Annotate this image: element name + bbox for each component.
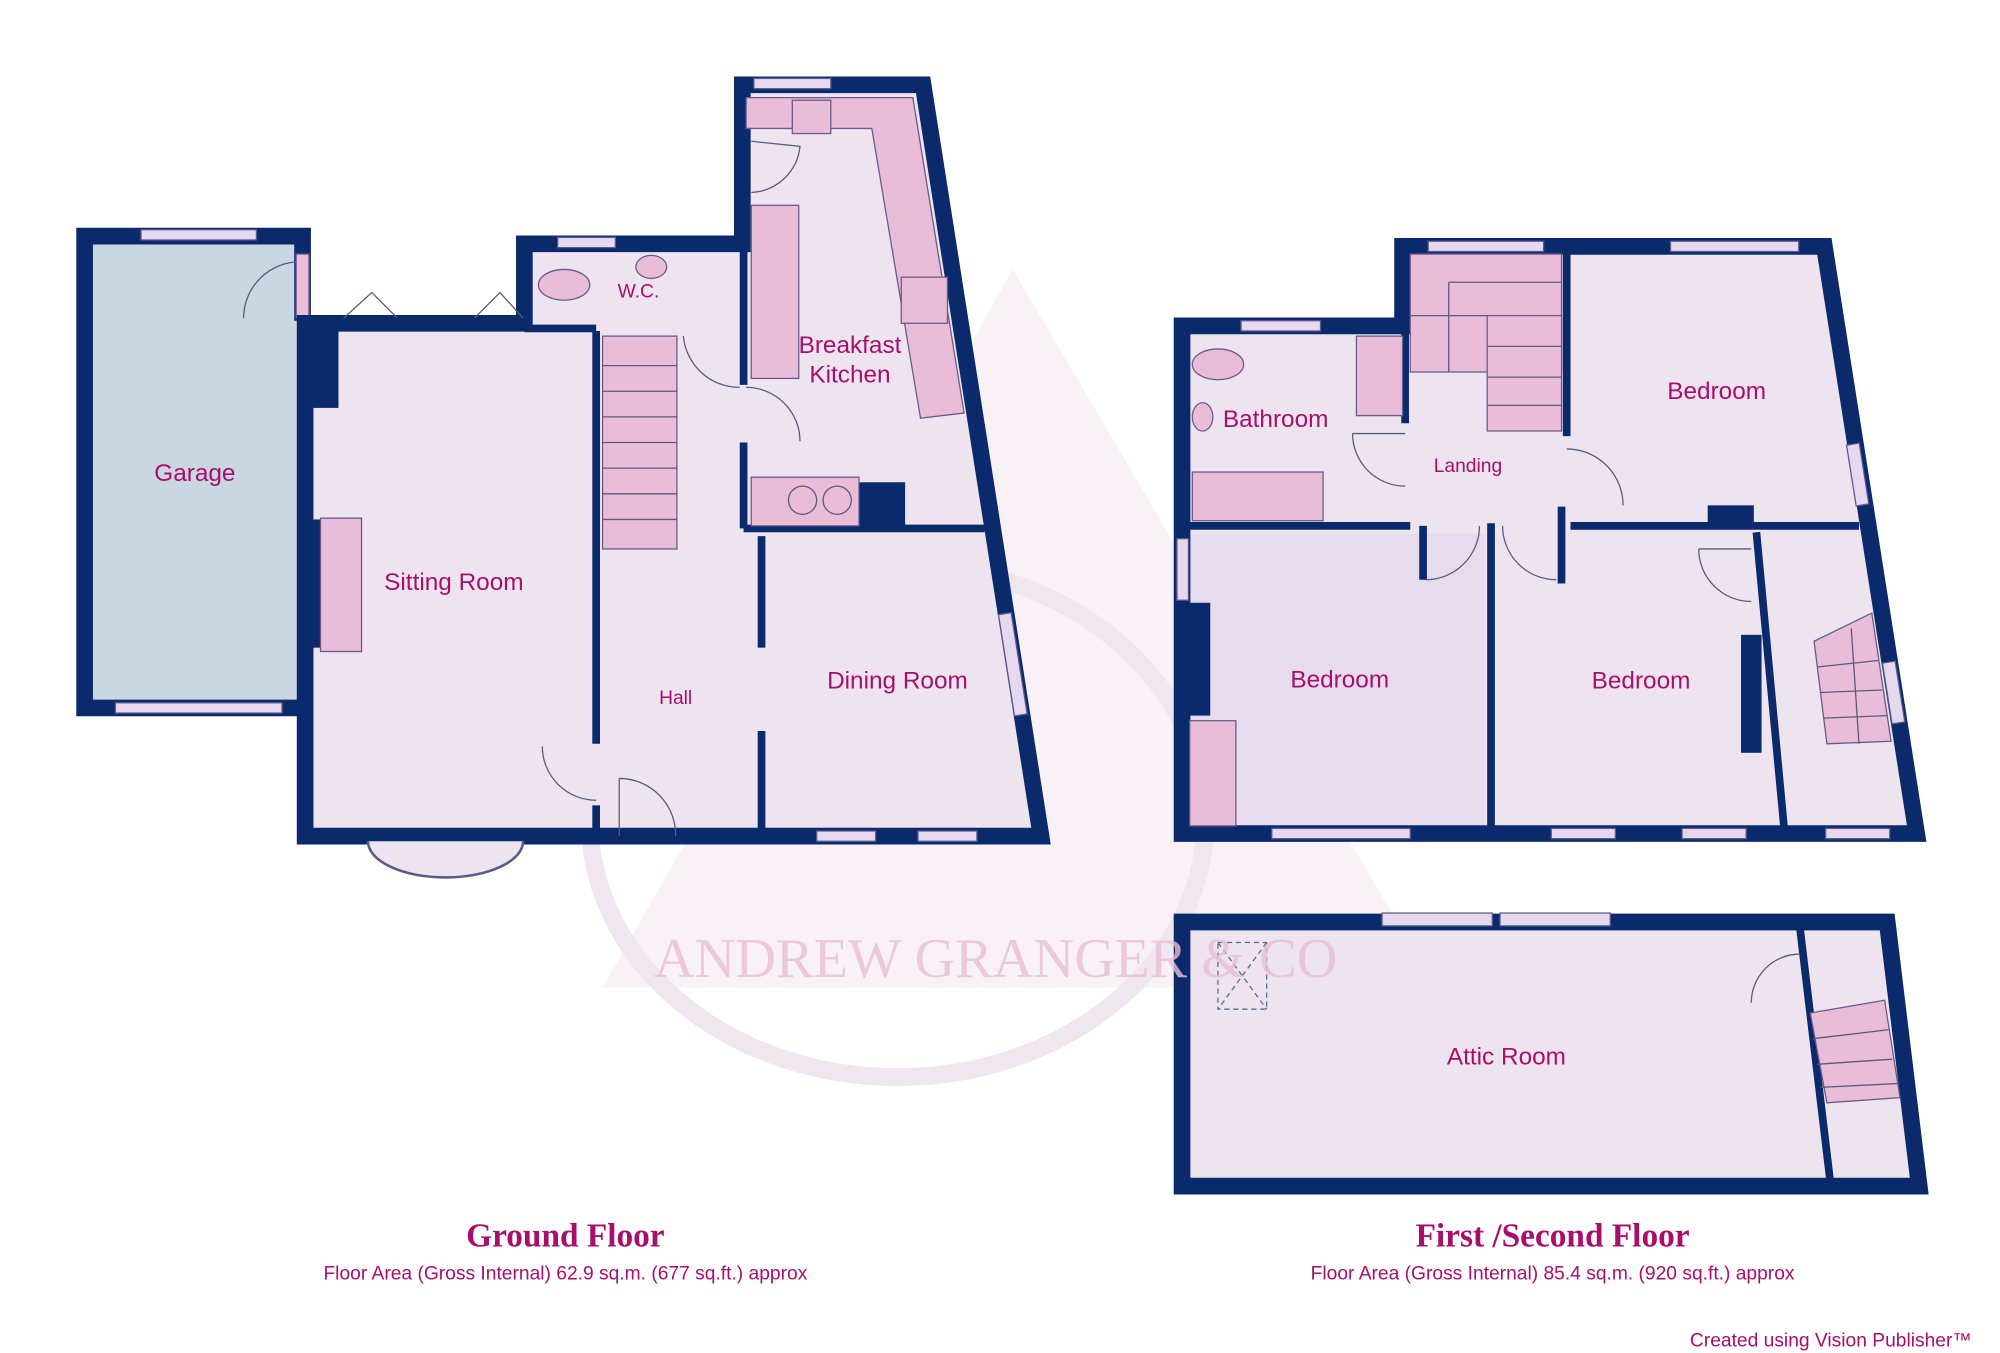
first-floor-plan: Bathroom Landing Bedroom Bedroom Bedroom xyxy=(1173,238,1927,842)
room-label-landing: Landing xyxy=(1434,456,1502,477)
room-label-bedroom-3: Bedroom xyxy=(1592,668,1691,695)
ground-floor-title: Ground Floor xyxy=(466,1217,665,1254)
attic-plan: Attic Room xyxy=(1173,912,1929,1195)
room-label-dining-room: Dining Room xyxy=(827,668,968,695)
first-floor-title: First /Second Floor xyxy=(1416,1217,1690,1254)
watermark-logo: ANDREW GRANGER & CO xyxy=(654,928,1338,990)
room-label-hall: Hall xyxy=(659,688,692,709)
ground-floor-area: Floor Area (Gross Internal) 62.9 sq.m. (… xyxy=(323,1264,807,1285)
room-label-bedroom-1: Bedroom xyxy=(1667,378,1766,405)
room-label-breakfast: Breakfast xyxy=(799,332,902,359)
garage-room xyxy=(84,236,303,708)
room-label-bedroom-2: Bedroom xyxy=(1290,666,1389,693)
credit-text: Created using Vision Publisher™ xyxy=(1690,1330,1972,1351)
first-floor-area: Floor Area (Gross Internal) 85.4 sq.m. (… xyxy=(1311,1264,1795,1285)
room-label-garage: Garage xyxy=(154,460,235,487)
room-label-wc: W.C. xyxy=(618,282,660,303)
room-label-kitchen: Kitchen xyxy=(809,361,890,388)
room-label-bathroom: Bathroom xyxy=(1223,406,1329,433)
ground-floor-plan: Garage Sitting Room W.C. Breakfast Kitch… xyxy=(76,76,1051,879)
room-label-attic: Attic Room xyxy=(1447,1043,1566,1070)
room-label-sitting-room: Sitting Room xyxy=(384,569,523,596)
